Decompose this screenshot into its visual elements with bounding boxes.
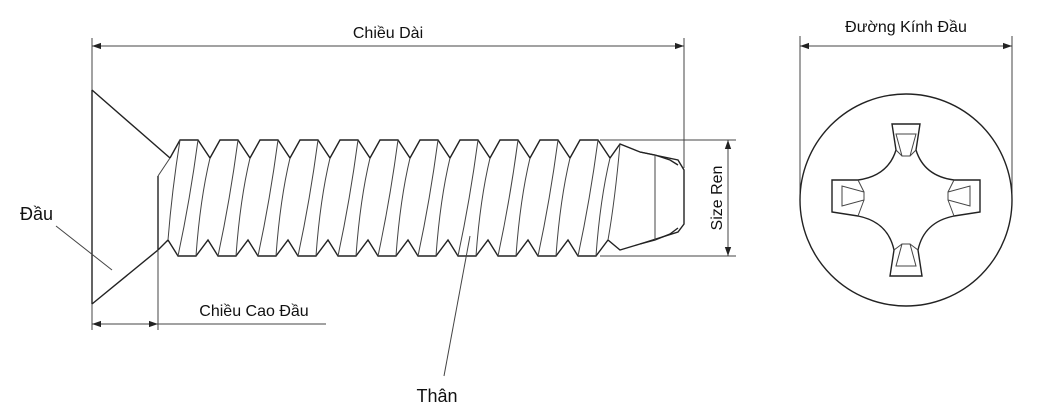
- length-label: Chiều Dài: [353, 25, 423, 42]
- thread-lines: [167, 139, 621, 257]
- screw-head-top-view: [799, 93, 1013, 307]
- head-height-dimension: Chiều Cao Đầu: [91, 250, 326, 330]
- thread-size-dimension: Size Ren: [600, 139, 736, 257]
- thread-size-label: Size Ren: [709, 166, 726, 231]
- shank-label: Thân: [416, 386, 457, 406]
- head-callout: Đầu: [20, 204, 113, 271]
- screw-head: [91, 89, 171, 305]
- shank-callout: Thân: [416, 235, 471, 406]
- length-dimension: Chiều Dài: [91, 25, 685, 168]
- screw-side-view: [91, 89, 685, 305]
- head-diameter-dimension: Đường Kính Đầu: [799, 19, 1013, 196]
- head-label: Đầu: [20, 204, 53, 224]
- head-diameter-label: Đường Kính Đầu: [845, 19, 967, 36]
- head-height-label: Chiều Cao Đầu: [199, 303, 308, 320]
- phillips-cross-icon: [831, 123, 981, 277]
- screw-shank: [157, 139, 685, 257]
